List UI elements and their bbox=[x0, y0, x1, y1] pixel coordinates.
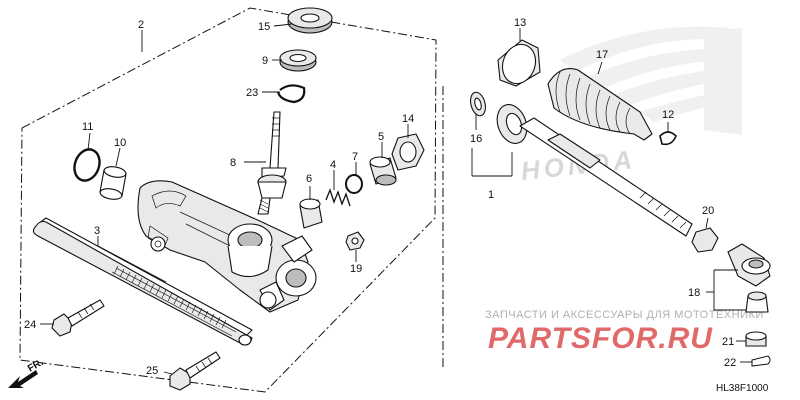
bolt-25 bbox=[169, 351, 221, 391]
cotter-pin-22 bbox=[751, 355, 771, 367]
gearbox-housing bbox=[137, 180, 317, 313]
drawing-code: HL38F1000 bbox=[716, 383, 769, 394]
nut-19 bbox=[345, 231, 365, 251]
callout-5: 5 bbox=[378, 131, 384, 143]
callout-8: 8 bbox=[230, 157, 236, 169]
callout-15: 15 bbox=[258, 21, 270, 33]
callout-22: 22 bbox=[724, 357, 736, 369]
castle-nut-21 bbox=[745, 331, 767, 347]
dust-seal-15 bbox=[287, 7, 333, 34]
rack-guide-6 bbox=[299, 198, 323, 229]
front-marker-label: FR. bbox=[26, 357, 46, 375]
assembly-boundary-2 bbox=[19, 7, 437, 393]
callout-21: 21 bbox=[722, 336, 734, 348]
callout-25: 25 bbox=[146, 365, 158, 377]
callout-23: 23 bbox=[246, 87, 258, 99]
callout-24: 24 bbox=[24, 319, 36, 331]
callout-4: 4 bbox=[330, 159, 336, 171]
callout-11: 11 bbox=[82, 121, 93, 133]
leader-lines bbox=[40, 23, 752, 375]
bolt-24 bbox=[51, 299, 105, 337]
callout-20: 20 bbox=[702, 205, 714, 217]
o-ring-7 bbox=[345, 174, 363, 194]
spring-4 bbox=[325, 188, 351, 207]
callout-14: 14 bbox=[402, 113, 414, 125]
lock-washer-16 bbox=[470, 91, 486, 117]
callout-7: 7 bbox=[352, 151, 358, 163]
o-ring-11 bbox=[73, 148, 101, 182]
tie-rod-end-18 bbox=[727, 243, 771, 313]
watermark-caption: ЗАПЧАСТИ И АКСЕССУАРЫ ДЛЯ МОТОТЕХНИКИ bbox=[485, 309, 764, 321]
callout-6: 6 bbox=[306, 173, 312, 185]
callout-2: 2 bbox=[138, 19, 144, 31]
callout-12: 12 bbox=[662, 109, 674, 121]
lock-nut-14 bbox=[391, 133, 425, 171]
callout-1: 1 bbox=[488, 189, 494, 201]
callout-3: 3 bbox=[94, 225, 100, 237]
snap-ring-23 bbox=[276, 84, 306, 104]
steering-rack-bar bbox=[32, 217, 253, 346]
callout-18: 18 bbox=[688, 287, 700, 299]
callout-labels: 2 15 9 23 8 11 10 3 6 4 7 5 14 19 24 25 … bbox=[24, 17, 736, 377]
bearing-9 bbox=[279, 49, 317, 72]
honda-wing-logo bbox=[560, 26, 742, 135]
front-arrow-icon bbox=[8, 370, 38, 388]
callout-19: 19 bbox=[350, 263, 362, 275]
tie-rod-inner-1 bbox=[496, 104, 693, 237]
collar-10 bbox=[99, 166, 127, 200]
clip-12 bbox=[659, 131, 677, 146]
watermark-brand: PARTSFOR.RU bbox=[488, 322, 713, 355]
callout-13: 13 bbox=[514, 17, 526, 29]
callout-17: 17 bbox=[596, 49, 608, 61]
callout-16: 16 bbox=[470, 133, 482, 145]
rubber-boot-17 bbox=[547, 68, 653, 141]
guide-screw-5 bbox=[369, 156, 397, 186]
boot-band-13 bbox=[497, 39, 541, 87]
lock-nut-20 bbox=[691, 227, 719, 253]
callout-9: 9 bbox=[262, 55, 268, 67]
pinion-shaft-8 bbox=[257, 111, 287, 215]
callout-10: 10 bbox=[114, 137, 126, 149]
